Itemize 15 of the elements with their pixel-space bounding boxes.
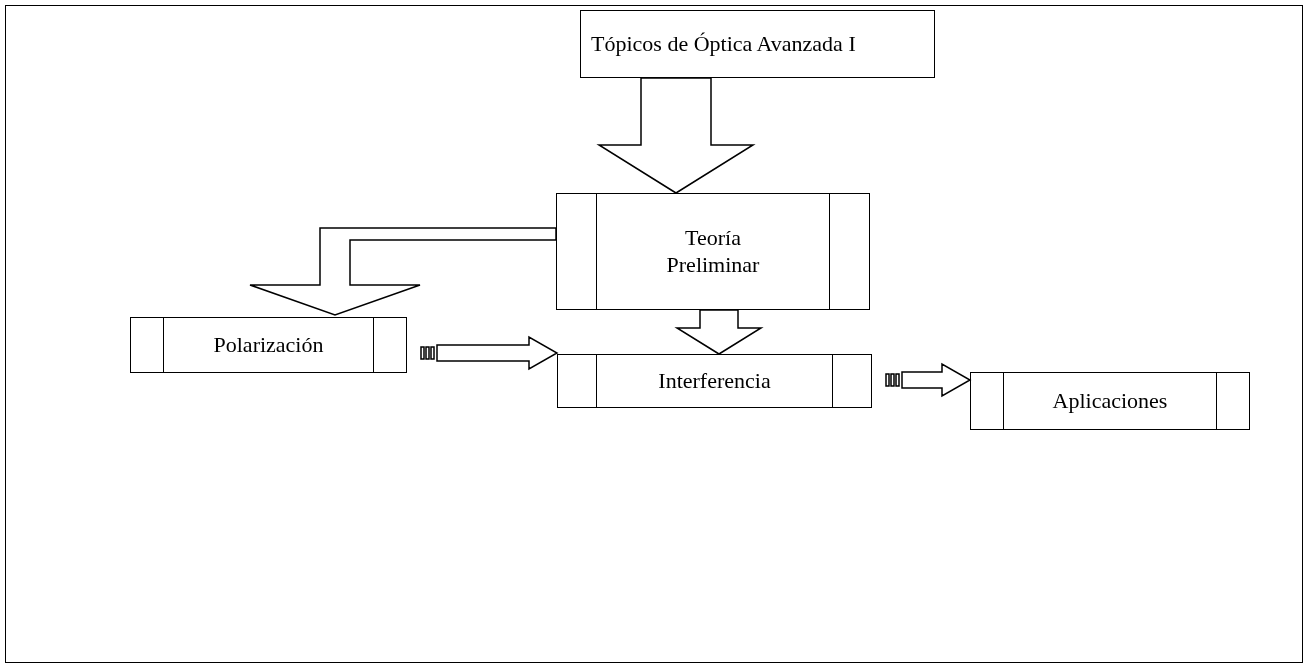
predefined-process-box xyxy=(130,317,407,373)
predefined-process-box xyxy=(970,372,1250,430)
node-label: Interferencia xyxy=(658,367,771,395)
predefined-process-box xyxy=(557,354,872,408)
node-label: Polarización xyxy=(213,331,324,359)
predefined-process-box xyxy=(556,193,870,310)
block-arrow xyxy=(885,362,972,398)
block-arrow xyxy=(674,309,764,355)
node-label: Teoría Preliminar xyxy=(665,225,761,278)
block-arrow xyxy=(596,77,756,194)
process-box xyxy=(580,10,935,78)
node-label: Aplicaciones xyxy=(1052,387,1168,415)
block-arrow xyxy=(249,227,557,316)
block-arrow xyxy=(420,335,559,371)
node-label: Tópicos de Óptica Avanzada I xyxy=(591,30,856,58)
